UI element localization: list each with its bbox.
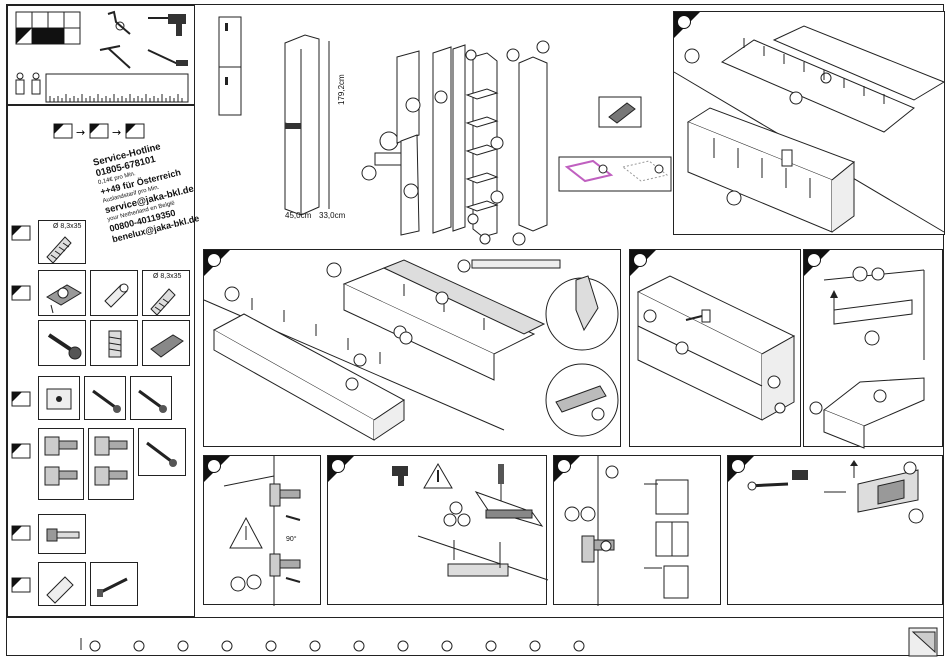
step-3-panel xyxy=(629,249,801,447)
instruction-sheet: → → Service-Hotline 01805-678101 0,14€ p… xyxy=(6,4,944,656)
hinge-icon xyxy=(39,429,85,501)
tube-box xyxy=(90,270,138,316)
hinge-box-2 xyxy=(88,428,134,500)
dowel-box-2: Ø 8,3x35 xyxy=(142,270,190,316)
cylinder-icon xyxy=(91,271,139,317)
dowel-box: Ø 8,3x35 xyxy=(38,220,86,264)
dim-depth: 33,0cm xyxy=(319,211,345,220)
bolt-icon xyxy=(39,515,87,555)
step-1-panel xyxy=(673,11,945,235)
overview-area: 179,2cm 45,0cm 33,0cm xyxy=(197,5,669,245)
svg-text:→: → xyxy=(112,126,121,139)
wood-screw-icon xyxy=(85,377,127,421)
hinge-screw-box xyxy=(138,428,186,476)
step-1-drawing xyxy=(674,12,946,236)
step-5-panel: 90° xyxy=(203,455,321,605)
wood-screw-icon-2 xyxy=(131,377,173,421)
hinge-box xyxy=(38,428,84,500)
threaded-insert-icon xyxy=(91,321,139,367)
step-4-panel xyxy=(803,249,943,447)
hinge-screw-icon xyxy=(139,429,187,477)
dim-height: 179,2cm xyxy=(337,74,346,105)
footer-circles xyxy=(7,618,943,656)
step-2-drawing xyxy=(204,250,622,448)
step-7-panel xyxy=(553,455,721,605)
wall-screw-box xyxy=(90,562,138,606)
step-6-panel xyxy=(327,455,547,605)
parts-row-6 xyxy=(12,562,192,610)
parts-row-3 xyxy=(12,376,192,422)
wood-screw-box-2 xyxy=(130,376,172,420)
wood-screw-box xyxy=(84,376,126,420)
step-4-drawing xyxy=(804,250,944,448)
wall-screw-icon xyxy=(91,563,139,607)
dowel-icon-2 xyxy=(143,271,191,317)
parts-panel: → → Service-Hotline 01805-678101 0,14€ p… xyxy=(7,105,195,617)
cam-connector-icon xyxy=(39,271,87,317)
svg-text:→: → xyxy=(76,126,85,139)
dim-width: 45,0cm xyxy=(285,211,311,220)
bumper-box xyxy=(38,376,80,420)
step-8-panel xyxy=(727,455,943,605)
screw-box xyxy=(38,320,86,366)
bolt-box xyxy=(38,514,86,554)
screw-icon xyxy=(39,321,87,367)
dowel-icon xyxy=(39,221,87,265)
tools-panel xyxy=(7,5,195,105)
step-7-drawing xyxy=(554,456,722,606)
step-8-drawing xyxy=(728,456,944,606)
parts-row-5 xyxy=(12,514,192,558)
anchor-icon xyxy=(143,321,191,367)
footer-strip xyxy=(7,617,943,656)
parts-row-4 xyxy=(12,428,192,502)
step-3-drawing xyxy=(630,250,802,448)
anchor-box xyxy=(142,320,190,366)
step-6-drawing xyxy=(328,456,548,606)
parts-row-1: Ø 8,3x35 xyxy=(12,220,192,264)
hinge-icon-2 xyxy=(89,429,135,501)
parts-row-2: Ø 8,3x35 xyxy=(12,270,192,370)
step-2-panel xyxy=(203,249,621,447)
insert-box xyxy=(90,320,138,366)
connector-box xyxy=(38,270,86,316)
step-5-drawing xyxy=(204,456,322,606)
bumper-icon xyxy=(39,377,81,421)
tools-drawing xyxy=(8,6,196,106)
wall-plug-box xyxy=(38,562,86,606)
wall-plug-icon xyxy=(39,563,87,607)
angle-label: 90° xyxy=(286,536,297,543)
overview-drawing xyxy=(197,5,669,245)
